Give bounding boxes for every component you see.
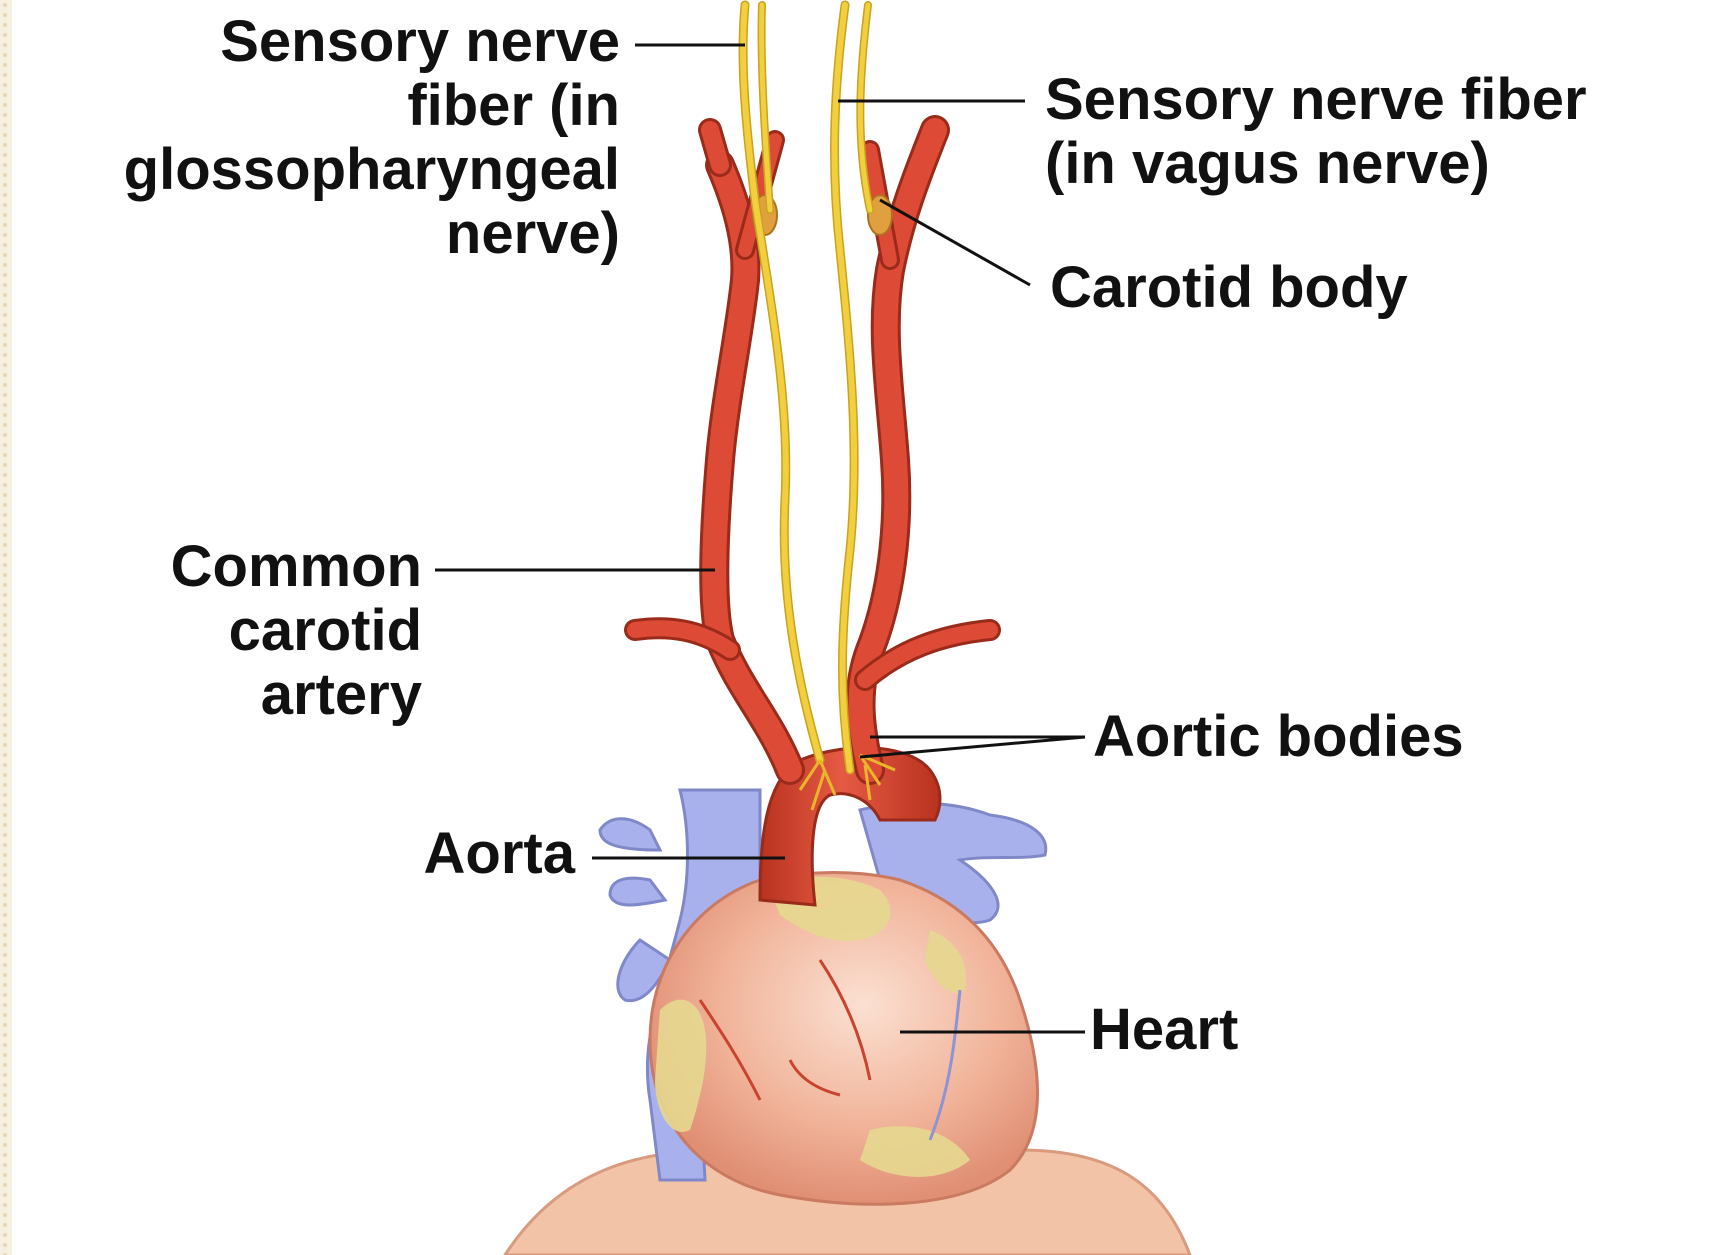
label-sensory-nerve-vagus: Sensory nerve fiber (in vagus nerve): [1045, 68, 1587, 196]
glossopharyngeal-nerve: [743, 5, 820, 760]
label-sensory-nerve-glossopharyngeal: Sensory nerve fiber (in glossopharyngeal…: [124, 10, 620, 266]
label-heart: Heart: [1090, 998, 1238, 1062]
label-carotid-body: Carotid body: [1050, 256, 1408, 320]
leader-aortic-body-lower: [860, 737, 1085, 757]
label-aorta: Aorta: [424, 822, 575, 886]
left-border-pattern: [0, 0, 12, 1255]
label-common-carotid-artery: Common carotid artery: [171, 535, 422, 727]
label-aortic-bodies: Aortic bodies: [1093, 705, 1464, 769]
